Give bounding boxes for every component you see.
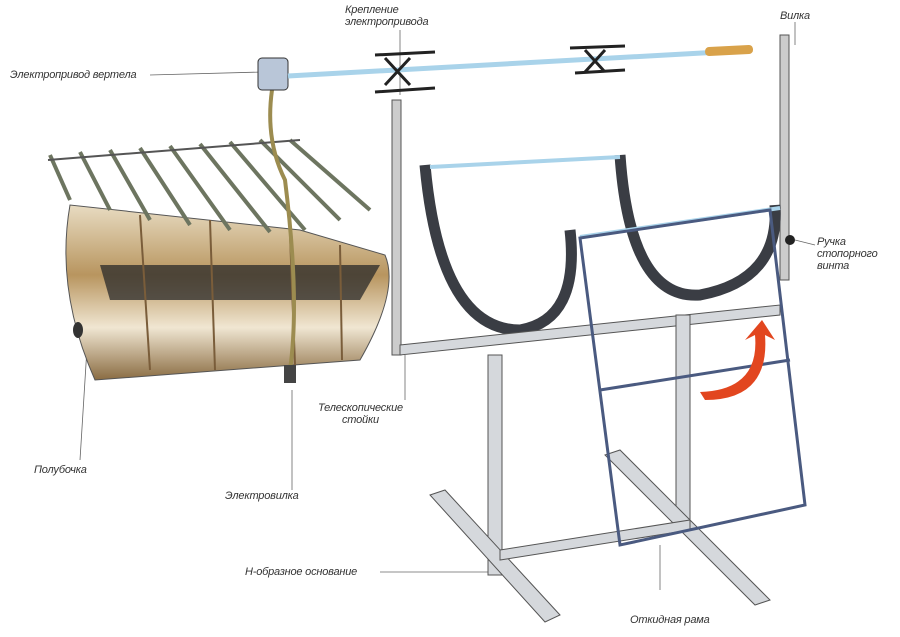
half-barrel bbox=[65, 204, 390, 381]
telescopic-posts bbox=[391, 34, 790, 356]
label-h-base: Н-образное основание bbox=[245, 566, 358, 578]
spit-rod bbox=[287, 49, 721, 79]
h-base bbox=[399, 304, 781, 623]
rotate-arrow bbox=[700, 320, 775, 400]
spit-forks bbox=[374, 44, 626, 94]
power-cable bbox=[268, 89, 296, 371]
spit-handle bbox=[705, 44, 754, 57]
lock-screw-knob bbox=[785, 235, 795, 245]
fold-frame bbox=[578, 208, 807, 547]
label-half-barrel: Полубочка bbox=[34, 464, 87, 476]
label-fork: Вилка bbox=[780, 10, 810, 22]
plug bbox=[284, 365, 296, 383]
spit-motor bbox=[257, 57, 289, 91]
spit-cradles bbox=[419, 154, 781, 336]
label-spit-motor: Электропривод вертела bbox=[10, 69, 137, 81]
label-fold-frame: Откидная рама bbox=[630, 614, 710, 626]
label-plug: Электровилка bbox=[225, 490, 299, 502]
